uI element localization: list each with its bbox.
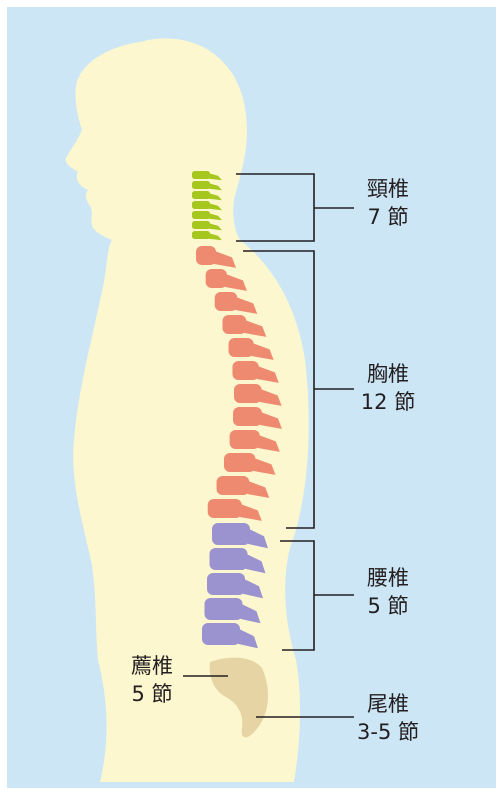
label-lumbar: 腰椎 5 節 bbox=[333, 564, 443, 620]
label-thoracic-count: 12 節 bbox=[333, 388, 443, 416]
label-cervical-name: 頸椎 bbox=[333, 175, 443, 203]
label-thoracic-name: 胸椎 bbox=[333, 360, 443, 388]
label-thoracic: 胸椎 12 節 bbox=[333, 360, 443, 416]
label-cervical: 頸椎 7 節 bbox=[333, 175, 443, 231]
label-coccyx-count: 3-5 節 bbox=[333, 718, 443, 746]
bracket-cervical bbox=[236, 174, 314, 241]
label-sacral-name: 薦椎 bbox=[97, 652, 207, 680]
label-sacral-count: 5 節 bbox=[97, 680, 207, 708]
label-lumbar-name: 腰椎 bbox=[333, 564, 443, 592]
label-coccyx: 尾椎 3-5 節 bbox=[333, 690, 443, 746]
label-coccyx-name: 尾椎 bbox=[333, 690, 443, 718]
label-cervical-count: 7 節 bbox=[333, 203, 443, 231]
label-lumbar-count: 5 節 bbox=[333, 592, 443, 620]
label-sacral: 薦椎 5 節 bbox=[97, 652, 207, 708]
